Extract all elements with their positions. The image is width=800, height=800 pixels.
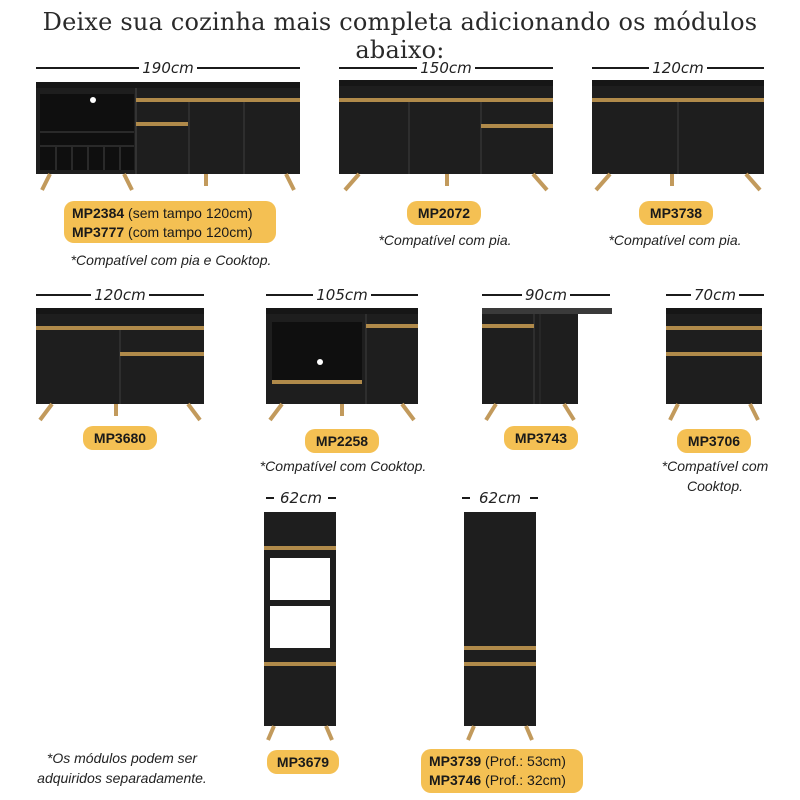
tower-mp3679-image xyxy=(264,512,336,741)
dimension-label: 70cm xyxy=(691,286,739,304)
cabinet-mp3680-image xyxy=(36,308,204,422)
cabinet-mp2072-image xyxy=(339,80,553,192)
dimension-70: 70cm xyxy=(666,285,764,305)
dimension-90: 90cm xyxy=(482,285,610,305)
dimension-62-b: 62cm xyxy=(462,488,538,508)
footer-note: *Os módulos podem ser adquiridos separad… xyxy=(37,750,207,786)
dimension-label: 120cm xyxy=(91,286,149,304)
code-badge: MP3739 (Prof.: 53cm) MP3746 (Prof.: 32cm… xyxy=(421,749,583,793)
dimension-105: 105cm xyxy=(266,285,418,305)
dimension-62-a: 62cm xyxy=(266,488,336,508)
compat-note: *Compatível com pia. xyxy=(378,232,512,248)
code-badge: MP2384 (sem tampo 120cm) MP3777 (com tam… xyxy=(64,201,276,243)
dimension-label: 62cm xyxy=(476,489,524,507)
code-badge: MP3738 xyxy=(639,201,713,225)
tower-mp3739-image xyxy=(464,512,536,741)
dimension-label: 150cm xyxy=(417,59,475,77)
dimension-190: 190cm xyxy=(36,58,300,78)
compat-note: *Compatível com pia. xyxy=(608,232,742,248)
code-badge: MP2072 xyxy=(407,201,481,225)
compat-note: *Compatível com pia e Cooktop. xyxy=(70,252,272,268)
cabinet-mp3743-image xyxy=(482,308,612,422)
dimension-label: 62cm xyxy=(277,489,325,507)
dimension-150: 150cm xyxy=(339,58,553,78)
code-badge: MP3680 xyxy=(83,426,157,450)
dimension-120-a: 120cm xyxy=(592,58,764,78)
compat-note: *Compatível com Cooktop. xyxy=(661,458,769,494)
dimension-120-b: 120cm xyxy=(36,285,204,305)
cabinet-mp3706-image xyxy=(666,308,762,421)
headline: Deixe sua cozinha mais completa adiciona… xyxy=(42,8,758,64)
compat-note: *Compatível com Cooktop. xyxy=(259,458,427,474)
cabinet-mp2258-image xyxy=(266,308,418,422)
cabinet-mp2384-image xyxy=(36,82,300,191)
code-badge: MP3743 xyxy=(504,426,578,450)
code-badge: MP3679 xyxy=(267,750,339,774)
cabinet-mp3738-image xyxy=(592,80,764,192)
dimension-label: 105cm xyxy=(313,286,371,304)
dimension-label: 120cm xyxy=(649,59,707,77)
code-badge: MP3706 xyxy=(677,429,751,453)
dimension-label: 190cm xyxy=(139,59,197,77)
code-badge: MP2258 xyxy=(305,429,379,453)
dimension-label: 90cm xyxy=(522,286,570,304)
